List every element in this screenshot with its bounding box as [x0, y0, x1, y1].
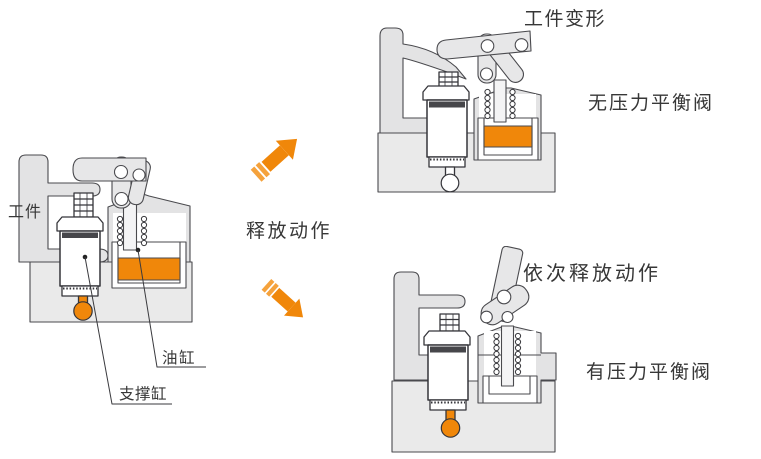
- spring-left: [116, 215, 124, 247]
- spring-right: [509, 88, 516, 120]
- piston-rod: [500, 325, 515, 387]
- spring-right: [140, 215, 148, 247]
- support-pin-ball: [73, 301, 93, 321]
- support-cylinder: [422, 71, 470, 193]
- release-action-caption: 释放动作: [246, 221, 333, 242]
- support-pin-ball: [440, 418, 461, 438]
- oil-cylinder-label: 油缸: [162, 350, 197, 367]
- clamp-arm: [72, 157, 147, 182]
- pivot-pins: [479, 38, 529, 81]
- left-assembly-diagram: [18, 154, 206, 405]
- arrow-up-right-icon: [250, 138, 298, 182]
- with-pressure-balance-valve-caption: 有压力平衡阀: [586, 362, 713, 383]
- piston-rod: [493, 79, 507, 123]
- support-pin-ball: [440, 173, 460, 193]
- sequential-release-title: 依次释放动作: [523, 263, 661, 285]
- workpiece-deformation-title: 工件变形: [524, 9, 607, 30]
- bottom-right-assembly-diagram: [391, 246, 557, 453]
- spring-right: [514, 332, 522, 376]
- workpiece-label: 工件: [8, 204, 43, 221]
- spring-left: [493, 332, 500, 376]
- leader-lines: [82, 247, 206, 405]
- no-pressure-balance-valve-caption: 无压力平衡阀: [588, 93, 715, 114]
- top-right-assembly-diagram: [377, 27, 556, 193]
- support-cylinder: [423, 313, 471, 438]
- pivot-pins: [480, 289, 514, 324]
- pivot-pins: [113, 164, 146, 207]
- oil-fluid: [483, 125, 533, 148]
- spring-left: [484, 88, 491, 120]
- arrow-down-right-icon: [261, 278, 304, 318]
- oil-fluid: [117, 257, 181, 281]
- support-cylinder-label: 支撑缸: [119, 386, 168, 403]
- support-cylinder: [56, 192, 104, 321]
